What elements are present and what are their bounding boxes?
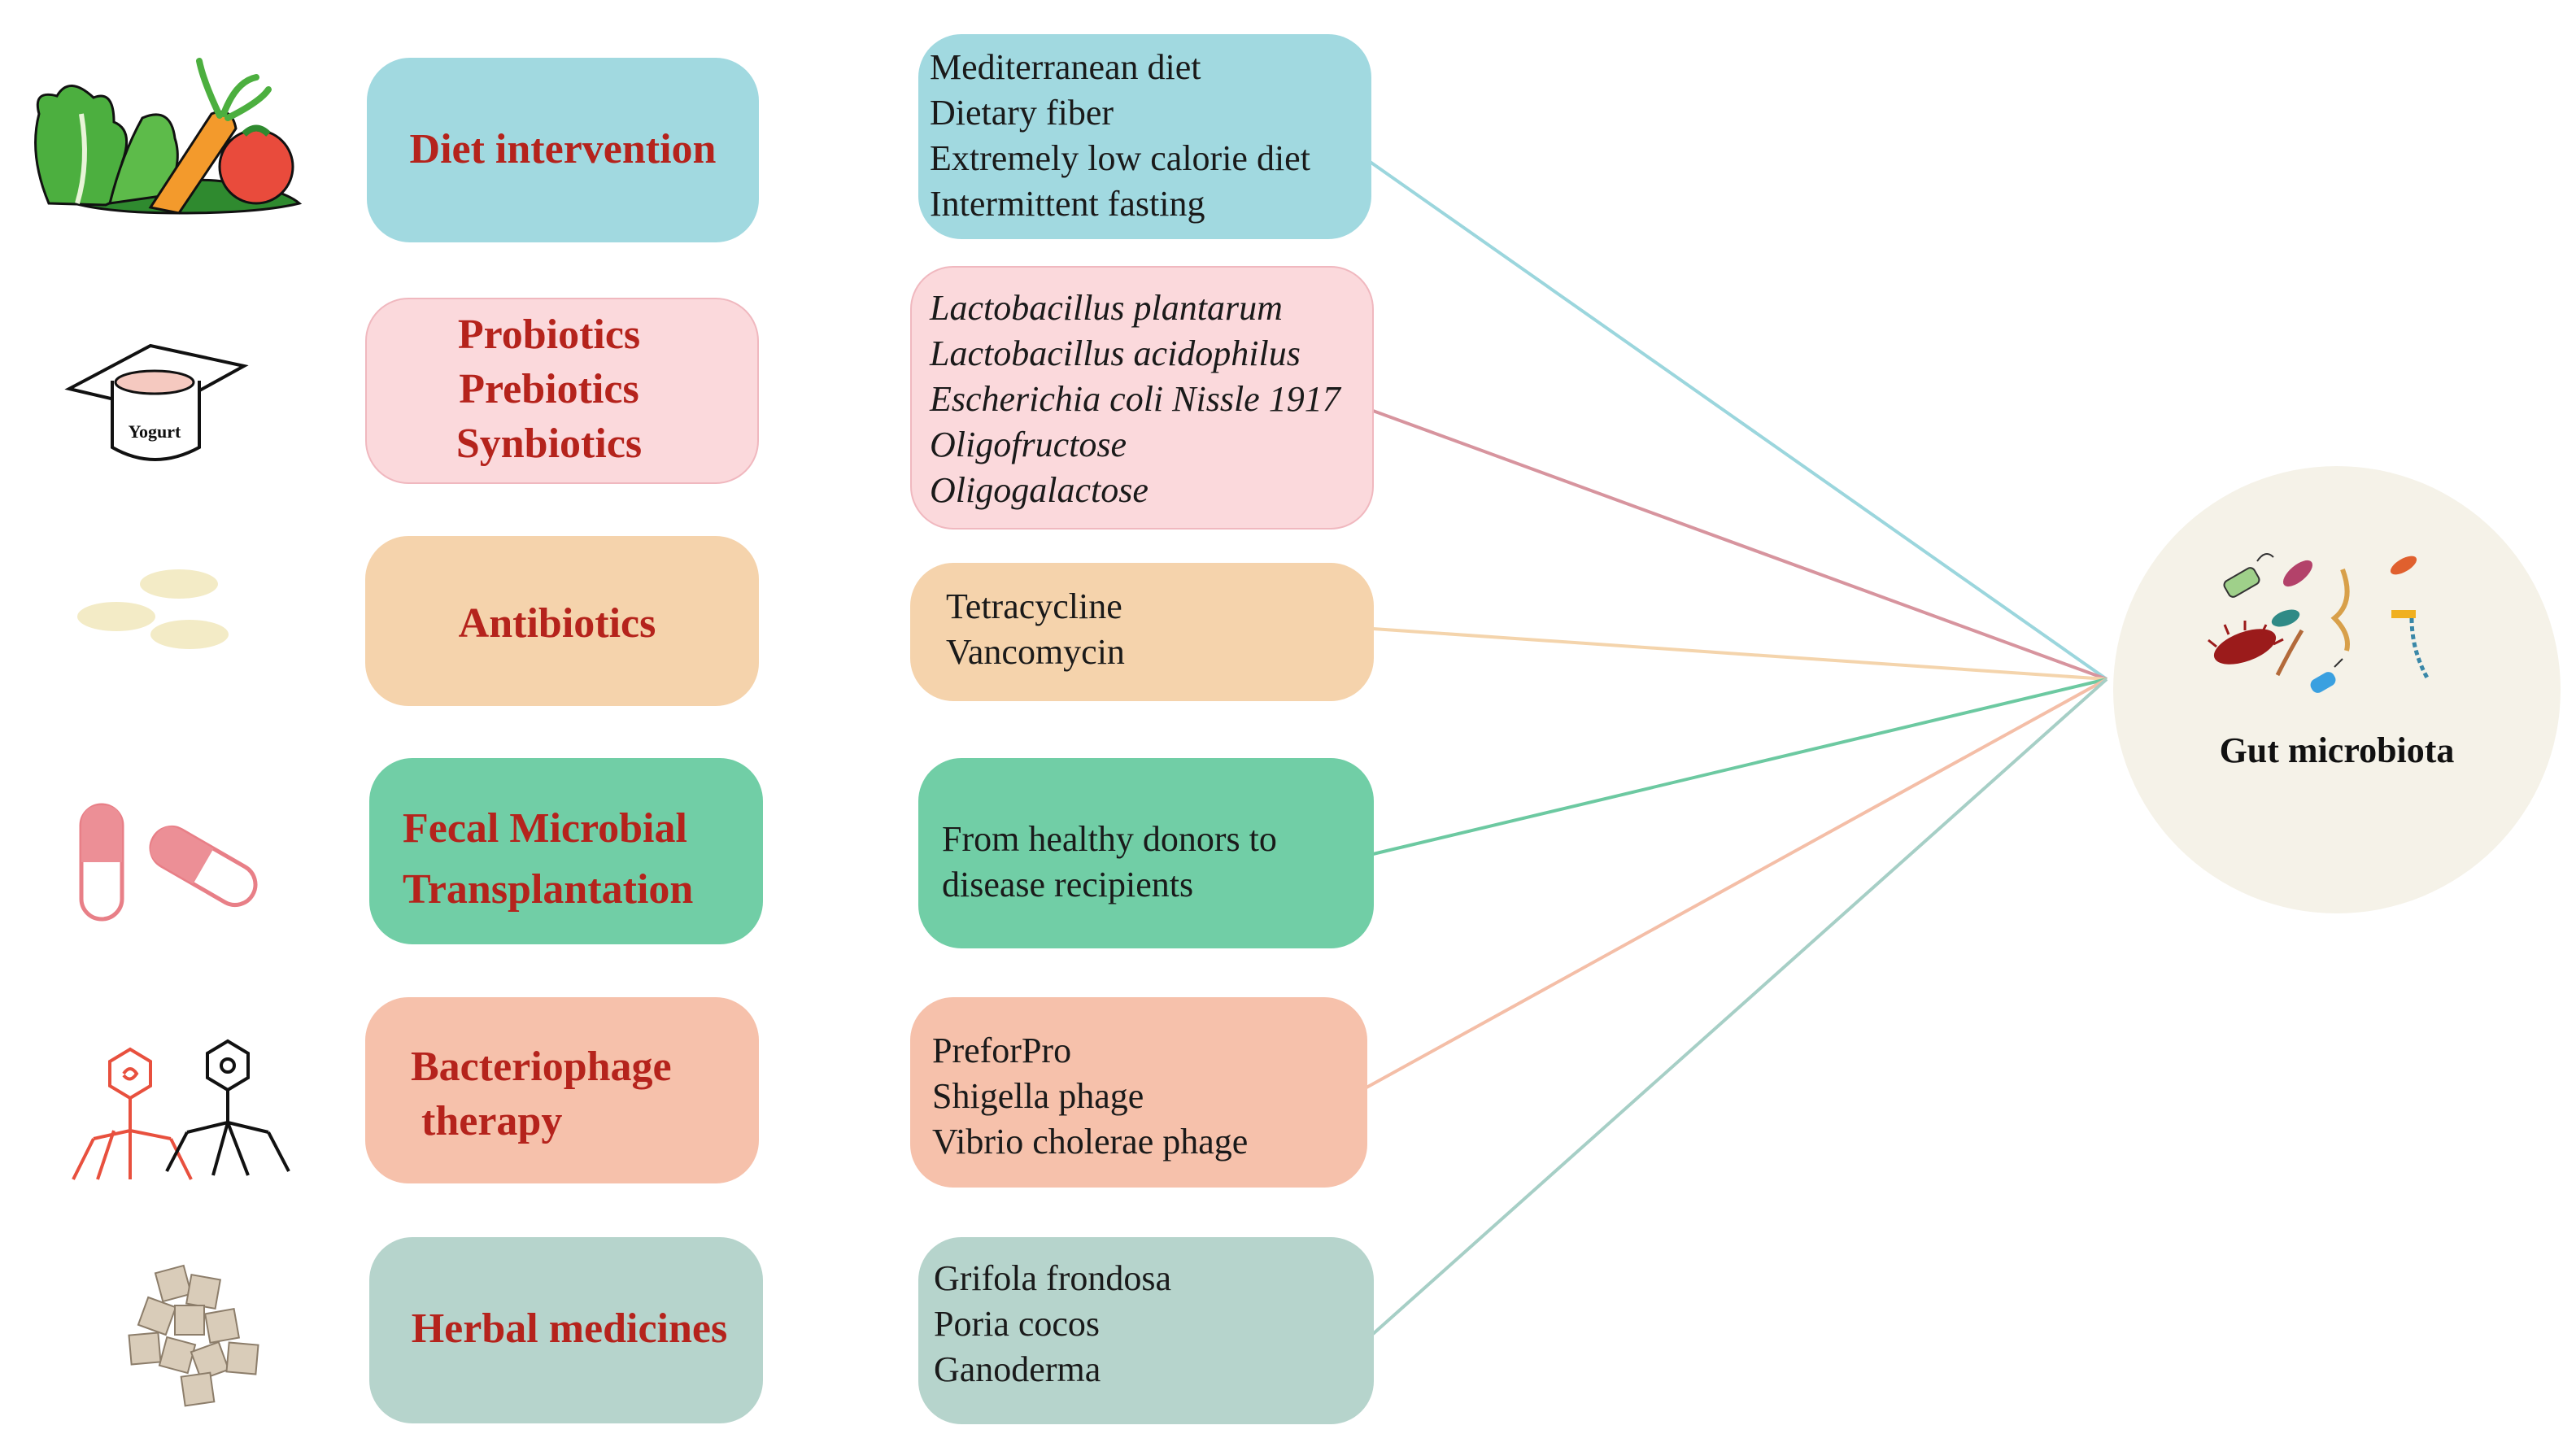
detail-box-fmt bbox=[918, 758, 1374, 948]
category-label-biotics: Prebiotics bbox=[459, 366, 639, 412]
detail-item-antibiotics: Vancomycin bbox=[946, 632, 1125, 672]
bacteria-cluster-icon bbox=[2208, 553, 2430, 693]
gut-microbiota-hub: Gut microbiota bbox=[2113, 466, 2561, 913]
yogurt-icon: Yogurt bbox=[64, 343, 249, 461]
connector-antibiotics bbox=[1372, 627, 2107, 681]
herbal-cubes-icon bbox=[128, 1264, 259, 1407]
category-label-fmt: Fecal Microbial bbox=[403, 805, 687, 852]
category-label-herbal: Herbal medicines bbox=[412, 1305, 728, 1352]
detail-box-biotics bbox=[910, 266, 1374, 530]
category-box-diet bbox=[367, 58, 759, 242]
detail-item-herbal: Ganoderma bbox=[934, 1349, 1101, 1389]
detail-item-fmt: From healthy donors to bbox=[942, 819, 1277, 859]
category-label-biotics: Probiotics bbox=[458, 312, 640, 358]
detail-item-antibiotics: Tetracycline bbox=[946, 586, 1122, 626]
detail-item-diet: Intermittent fasting bbox=[930, 184, 1205, 224]
category-label-phage: therapy bbox=[421, 1098, 562, 1144]
category-label-fmt: Transplantation bbox=[403, 866, 693, 913]
detail-box-antibiotics bbox=[910, 563, 1374, 701]
detail-item-diet: Extremely low calorie diet bbox=[930, 138, 1310, 178]
connector-herbal bbox=[1371, 678, 2108, 1336]
category-box-fmt bbox=[369, 758, 763, 944]
detail-item-diet: Dietary fiber bbox=[930, 93, 1114, 133]
detail-item-herbal: Poria cocos bbox=[934, 1304, 1100, 1344]
detail-item-biotics: Escherichia coli Nissle 1917 bbox=[929, 379, 1342, 419]
category-box-antibiotics bbox=[365, 536, 759, 706]
connector-phage bbox=[1366, 678, 2107, 1089]
category-label-antibiotics: Antibiotics bbox=[459, 600, 656, 647]
connector-lines bbox=[1366, 159, 2108, 1336]
detail-item-diet: Mediterranean diet bbox=[930, 47, 1201, 87]
tablets-icon bbox=[77, 569, 229, 649]
hub-circle bbox=[2113, 466, 2561, 913]
connector-fmt bbox=[1372, 678, 2107, 856]
detail-item-biotics: Lactobacillus acidophilus bbox=[929, 333, 1301, 373]
detail-item-phage: PreforPro bbox=[932, 1031, 1071, 1070]
detail-box-herbal bbox=[918, 1237, 1374, 1424]
yogurt-icon-label: Yogurt bbox=[129, 421, 181, 442]
vegetables-icon bbox=[34, 58, 303, 215]
category-label-diet: Diet intervention bbox=[410, 126, 717, 172]
category-box-herbal bbox=[369, 1237, 763, 1423]
detail-item-biotics: Oligofructose bbox=[930, 425, 1127, 464]
bacteriophage-icon bbox=[72, 1039, 290, 1180]
category-label-biotics: Synbiotics bbox=[456, 421, 642, 467]
connector-biotics bbox=[1372, 409, 2107, 681]
category-box-biotics bbox=[365, 298, 759, 484]
category-boxes: Diet interventionProbioticsPrebioticsSyn… bbox=[365, 58, 763, 1423]
detail-item-phage: Shigella phage bbox=[932, 1076, 1144, 1116]
detail-item-biotics: Lactobacillus plantarum bbox=[929, 288, 1283, 328]
detail-box-diet bbox=[918, 34, 1371, 239]
detail-item-fmt: disease recipients bbox=[942, 865, 1193, 904]
category-label-phage: Bacteriophage bbox=[411, 1044, 672, 1090]
detail-item-herbal: Grifola frondosa bbox=[934, 1258, 1171, 1298]
detail-box-phage bbox=[910, 997, 1367, 1188]
detail-item-biotics: Oligogalactose bbox=[930, 470, 1149, 510]
connector-diet bbox=[1367, 159, 2108, 681]
capsules-icon bbox=[79, 803, 258, 922]
detail-item-phage: Vibrio cholerae phage bbox=[932, 1122, 1248, 1162]
category-box-phage bbox=[365, 997, 759, 1183]
hub-label: Gut microbiota bbox=[2220, 730, 2455, 770]
